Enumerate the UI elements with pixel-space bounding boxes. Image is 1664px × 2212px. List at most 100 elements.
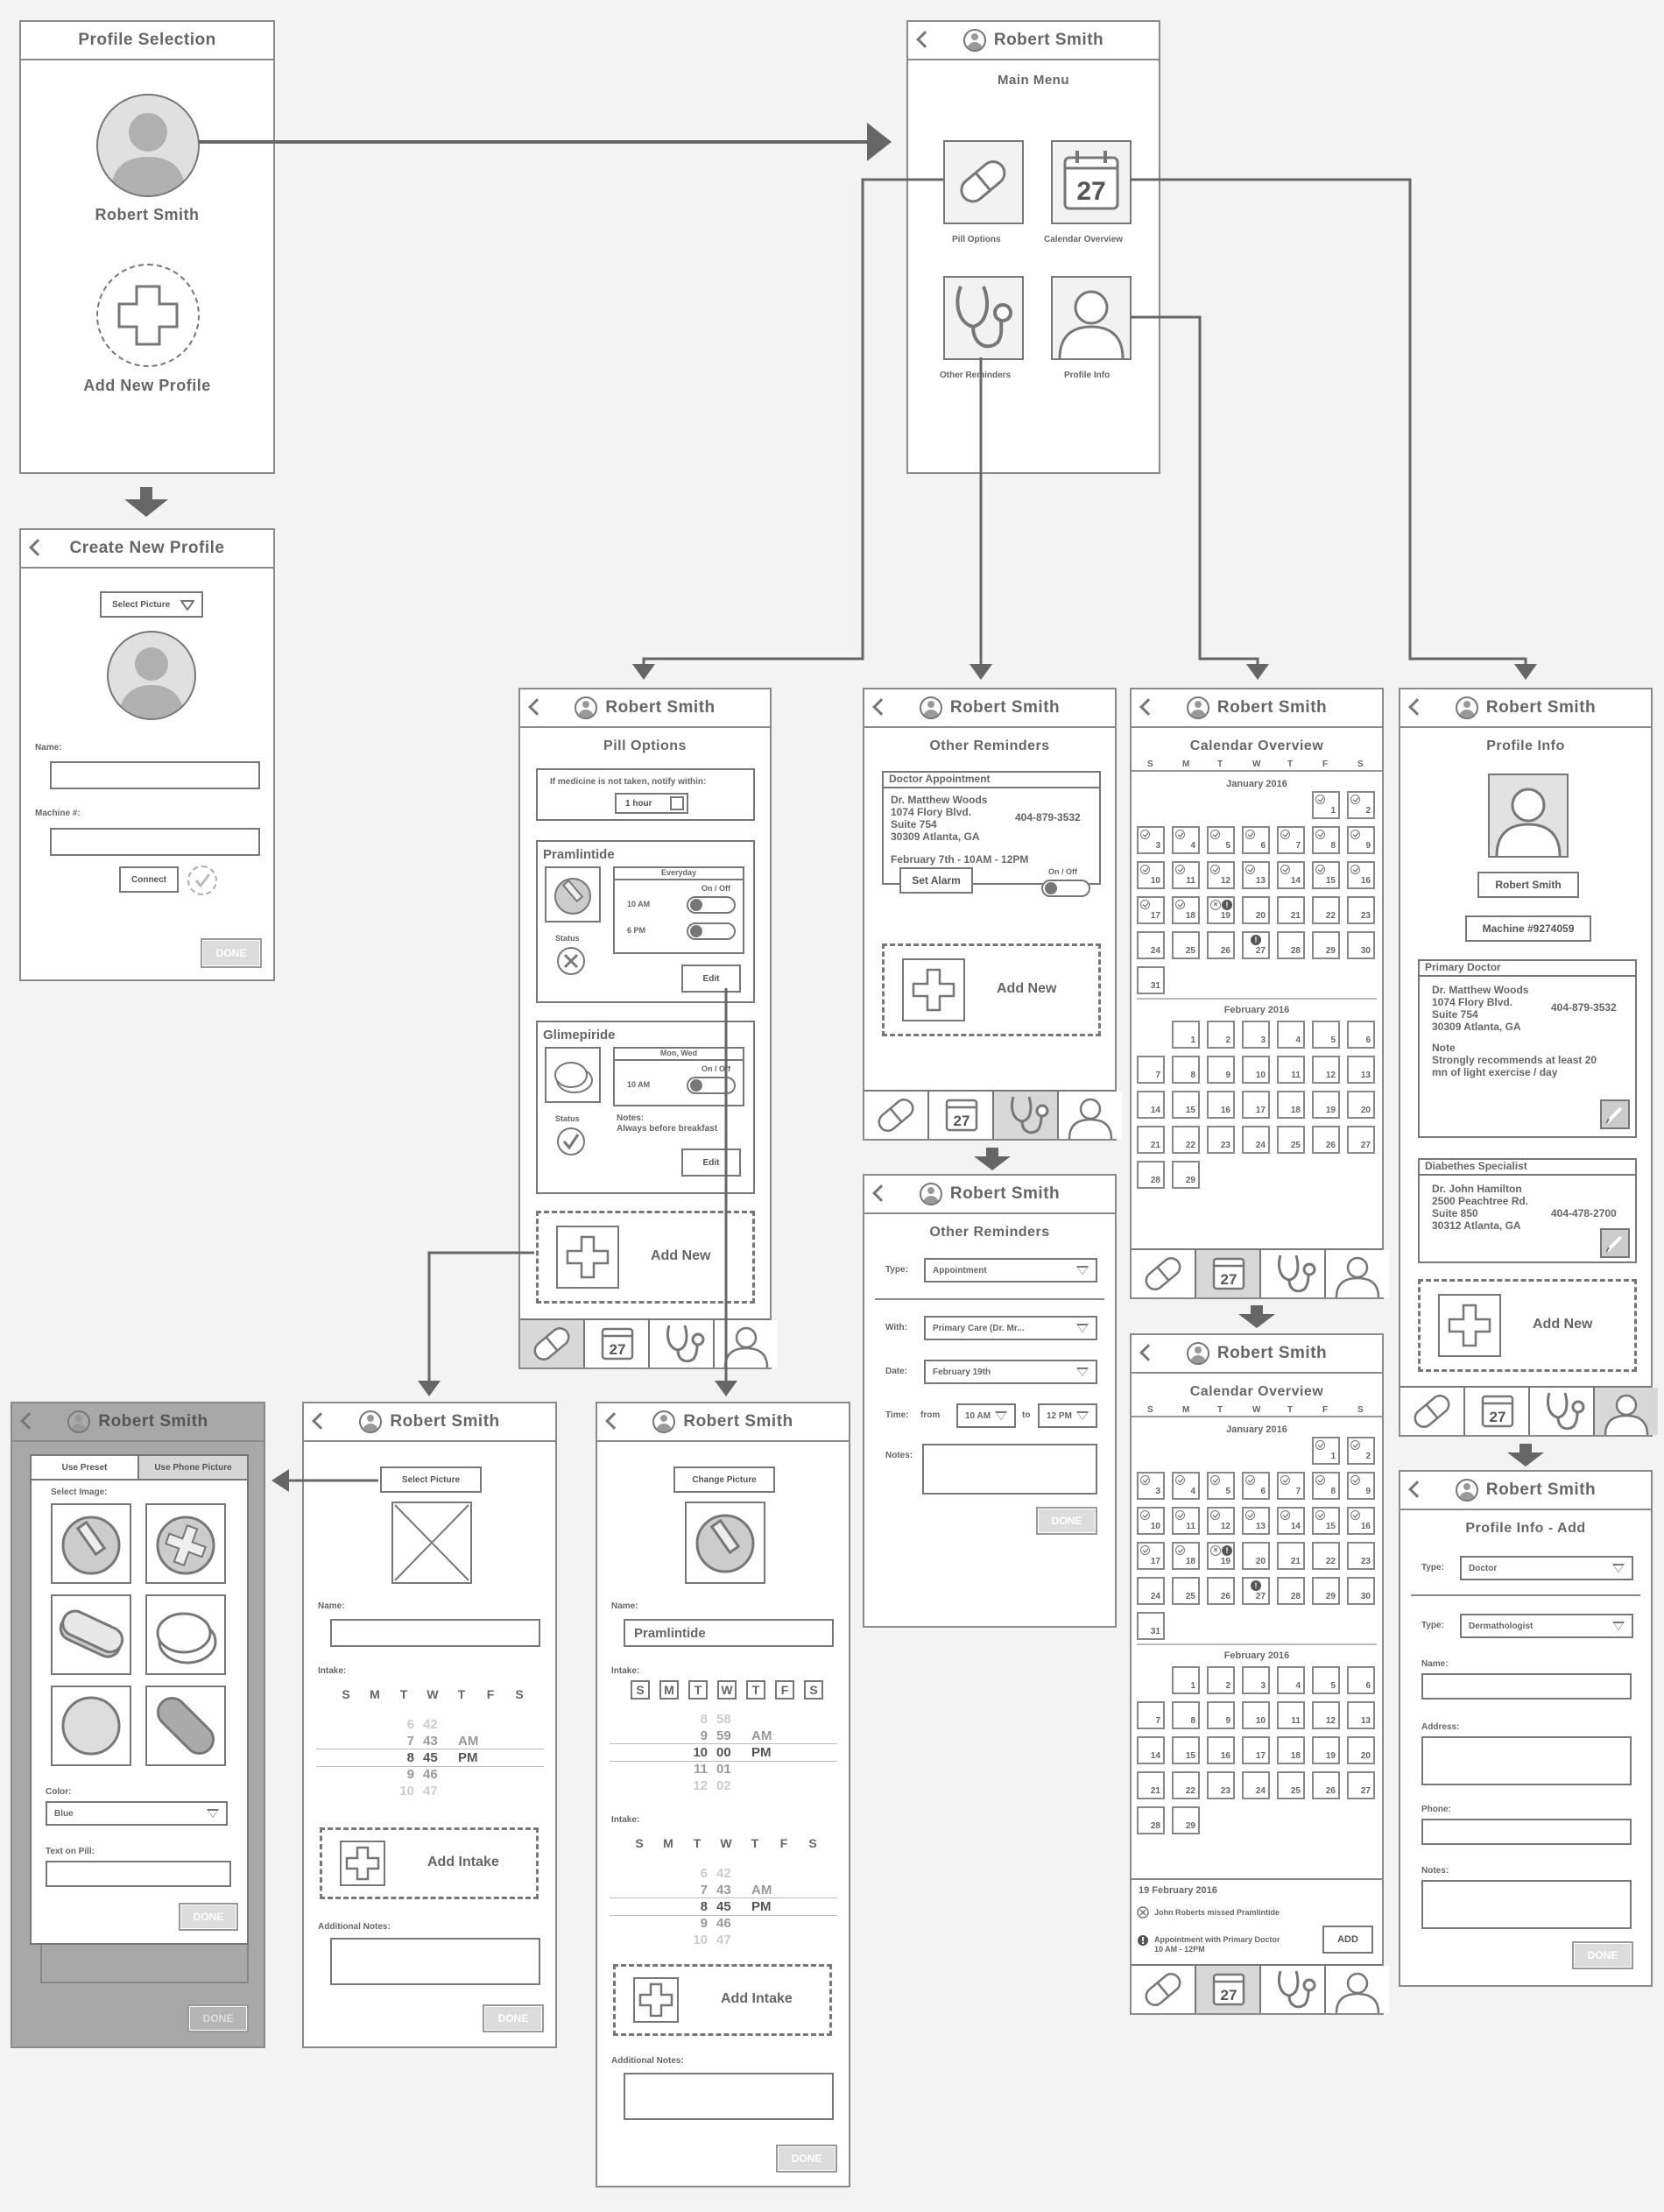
calendar-day[interactable]: 25: [1277, 1771, 1305, 1799]
hour-option[interactable]: 9: [406, 1767, 414, 1782]
calendar-day[interactable]: 8: [1172, 1701, 1200, 1729]
calendar-day[interactable]: 27: [1347, 1771, 1375, 1799]
hour-option[interactable]: 12: [693, 1778, 708, 1793]
color-select[interactable]: Blue: [46, 1801, 228, 1826]
hour-option[interactable]: 7: [700, 1883, 708, 1898]
profile-avatar-robert[interactable]: [96, 94, 200, 197]
hour-option[interactable]: 8: [700, 1712, 708, 1727]
minute-option[interactable]: 45: [423, 1750, 438, 1765]
nav-user-icon[interactable]: [1595, 1388, 1658, 1436]
calendar-day[interactable]: 2: [1207, 1021, 1235, 1049]
weekday-toggle[interactable]: S: [808, 1836, 817, 1850]
edit-pencil-icon[interactable]: [1600, 1099, 1630, 1129]
calendar-day[interactable]: 8: [1312, 1472, 1340, 1500]
weekday-toggle[interactable]: F: [486, 1687, 495, 1701]
notes-input[interactable]: [624, 2073, 834, 2120]
back-icon[interactable]: [916, 31, 934, 48]
nav-pill-icon[interactable]: [1132, 1250, 1196, 1297]
calendar-day[interactable]: 10: [1242, 1056, 1270, 1084]
calendar-day[interactable]: 26: [1207, 1577, 1235, 1605]
calendar-day[interactable]: 9: [1207, 1056, 1235, 1084]
add-profile-button[interactable]: [96, 264, 200, 367]
done-button[interactable]: DONE: [483, 2004, 544, 2032]
calendar-day[interactable]: 21: [1137, 1126, 1165, 1154]
edit-button[interactable]: Edit: [681, 1148, 741, 1177]
nav-stethoscope-icon[interactable]: [1261, 1966, 1326, 2013]
nav-user-icon[interactable]: [1326, 1966, 1389, 2014]
hour-option[interactable]: 10: [693, 1933, 708, 1947]
calendar-day[interactable]: 10: [1137, 1507, 1165, 1535]
weekday-toggle[interactable]: W: [427, 1687, 439, 1701]
calendar-day[interactable]: 28: [1277, 1577, 1305, 1605]
hour-option[interactable]: 8: [406, 1750, 414, 1765]
weekday-toggle[interactable]: W: [717, 1680, 737, 1700]
calendar-day[interactable]: 1: [1172, 1021, 1200, 1049]
address-input[interactable]: [1421, 1736, 1632, 1785]
tab-use-phone-picture[interactable]: Use Phone Picture: [139, 1456, 247, 1481]
calendar-day[interactable]: 31: [1137, 966, 1165, 994]
back-icon[interactable]: [1408, 698, 1426, 716]
hour-option[interactable]: 6: [406, 1717, 414, 1732]
weekday-toggle[interactable]: M: [663, 1836, 673, 1850]
calendar-day[interactable]: 5: [1207, 826, 1235, 854]
ampm-option[interactable]: AM: [751, 1883, 772, 1898]
type-select[interactable]: Appointment: [924, 1258, 1097, 1283]
add-intake-button[interactable]: Add Intake: [320, 1827, 539, 1899]
weekday-toggle[interactable]: W: [720, 1836, 732, 1850]
calendar-day[interactable]: 14: [1277, 861, 1305, 889]
calendar-day[interactable]: 1: [1312, 1437, 1340, 1465]
with-select[interactable]: Primary Care (Dr. Mr...: [924, 1316, 1097, 1340]
back-icon[interactable]: [1139, 1344, 1157, 1361]
weekday-toggle[interactable]: F: [779, 1836, 788, 1850]
calendar-day[interactable]: 13: [1347, 1701, 1375, 1729]
calendar-day[interactable]: 15: [1312, 861, 1340, 889]
calendar-day[interactable]: 12: [1207, 1507, 1235, 1535]
calendar-day[interactable]: 6: [1242, 1472, 1270, 1500]
back-icon[interactable]: [20, 1412, 38, 1430]
weekday-toggle[interactable]: T: [751, 1836, 759, 1850]
done-button[interactable]: DONE: [1036, 1507, 1097, 1535]
calendar-day[interactable]: 22: [1172, 1771, 1200, 1799]
calendar-day[interactable]: 2: [1347, 1437, 1375, 1465]
calendar-day[interactable]: 9: [1347, 1472, 1375, 1500]
back-icon[interactable]: [1408, 1481, 1426, 1498]
calendar-day[interactable]: 9: [1347, 826, 1375, 854]
back-icon[interactable]: [872, 1184, 890, 1202]
notes-input[interactable]: [922, 1444, 1097, 1495]
nav-pill-icon[interactable]: [1132, 1966, 1196, 2013]
nav-stethoscope-icon[interactable]: [650, 1320, 715, 1367]
calendar-day[interactable]: 24: [1242, 1771, 1270, 1799]
weekday-toggle[interactable]: F: [775, 1680, 794, 1700]
nav-user-icon[interactable]: [1326, 1250, 1389, 1298]
calendar-day[interactable]: 18: [1172, 896, 1200, 924]
calendar-day[interactable]: 4: [1172, 826, 1200, 854]
add-profile-label[interactable]: Add New Profile: [83, 377, 211, 394]
calendar-day[interactable]: 6: [1242, 826, 1270, 854]
nav-user-icon[interactable]: [1059, 1092, 1122, 1140]
calendar-day[interactable]: 1: [1172, 1666, 1200, 1694]
nav-calendar-icon[interactable]: 27: [1465, 1388, 1530, 1435]
calendar-day[interactable]: 14: [1137, 1091, 1165, 1119]
calendar-day[interactable]: 24: [1242, 1126, 1270, 1154]
calendar-day[interactable]: 17: [1242, 1091, 1270, 1119]
calendar-day[interactable]: 7: [1137, 1056, 1165, 1084]
calendar-day[interactable]: 14: [1277, 1507, 1305, 1535]
calendar-day[interactable]: 3: [1137, 826, 1165, 854]
calendar-day[interactable]: 19: [1312, 1091, 1340, 1119]
name-input[interactable]: [330, 1619, 540, 1647]
nav-pill-icon[interactable]: [864, 1092, 929, 1139]
nav-stethoscope-icon[interactable]: [1261, 1250, 1326, 1297]
hour-option[interactable]: 9: [700, 1916, 708, 1931]
tab-use-preset[interactable]: Use Preset: [32, 1456, 139, 1481]
preset-pill-option[interactable]: [51, 1503, 131, 1584]
weekday-toggle[interactable]: M: [370, 1687, 380, 1701]
ampm-option[interactable]: PM: [751, 1745, 772, 1760]
minute-option[interactable]: 42: [423, 1717, 438, 1732]
back-icon[interactable]: [312, 1412, 329, 1430]
calendar-day[interactable]: 17: [1242, 1736, 1270, 1764]
calendar-day[interactable]: 1: [1312, 791, 1340, 819]
nav-stethoscope-icon[interactable]: [994, 1092, 1059, 1139]
calendar-overview-tile[interactable]: 27: [1051, 140, 1132, 224]
nav-user-icon[interactable]: [715, 1320, 778, 1368]
add-new-contact-button[interactable]: Add New: [1418, 1279, 1637, 1372]
